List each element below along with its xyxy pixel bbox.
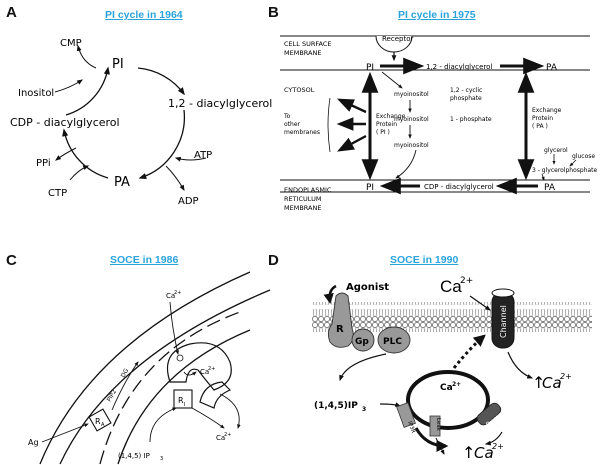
d-ca-bottom-sup: 2+ [492, 442, 504, 451]
b-glycerol: glycerol [544, 147, 568, 154]
b-pa-bottom: PA [544, 183, 556, 193]
c-ca-right-sup: 2+ [224, 432, 231, 438]
a-adp-label: ADP [178, 196, 199, 207]
d-ca-right: Ca [542, 374, 562, 392]
b-pa-top: PA [546, 63, 558, 73]
d-leak-label: Leak [435, 418, 441, 432]
b-exch-pa-1: Exchange [532, 107, 562, 114]
c-ag-label: Ag [28, 438, 39, 447]
d-gp-label: Gp [355, 337, 369, 347]
b-er-label-3: MEMBRANE [284, 204, 321, 212]
d-plc-label: PLC [383, 337, 402, 347]
panel-d-letter: D [268, 252, 279, 269]
b-glycerophosphate: 3 - glycerolphosphate [532, 167, 598, 174]
soce-1986-diagram: R I R A Ag PIP2 DG (1,4,5) IP 3 Ca 2+ Ca… [28, 271, 271, 465]
panel-a: A PI cycle in 1964 PI 1,2 - diacylglycer… [0, 0, 300, 232]
b-pi-bottom: PI [366, 183, 374, 193]
a-pa-label: PA [114, 175, 130, 190]
panel-b-title: PI cycle in 1975 [398, 9, 476, 21]
soce-1990-diagram: Agonist Ca 2+ R Gp PLC Channel ↑ Ca 2+ (… [312, 276, 592, 462]
a-pi-label: PI [112, 57, 124, 72]
b-cell-surface-label-1: CELL SURFACE [284, 40, 331, 48]
b-dag-label: 1,2 - diacylglycerol [426, 63, 492, 71]
b-er-label-1: ENDOPLASMIC [284, 186, 332, 194]
b-exch-pi-2: Protein [376, 121, 397, 128]
b-exch-pi-1: Exchange [376, 113, 406, 120]
a-ctp-label: CTP [48, 188, 67, 199]
a-cdp-label: CDP - diacylglycerol [10, 116, 120, 129]
b-er-label-2: RETICULUM [284, 195, 321, 203]
b-exch-pi-3: ( PI ) [376, 129, 390, 136]
c-ca-top-sup: 2+ [174, 290, 181, 296]
d-ip3r-label: IP3R [406, 421, 416, 435]
c-ra-sub: A [101, 422, 105, 428]
c-ra-label: R [95, 417, 101, 426]
b-exch-pa-2: Protein [532, 115, 553, 122]
c-ca-top: Ca [166, 292, 175, 300]
b-exch-pa-3: ( PA ) [532, 123, 548, 130]
b-cytosol-label: CYTOSOL [284, 86, 315, 94]
d-ca-right-arrow: ↑ [532, 373, 545, 392]
b-myo-1: myoinositol [394, 91, 429, 98]
d-agonist-label: Agonist [346, 282, 389, 293]
c-ip3-label: (1,4,5) IP [118, 452, 150, 460]
panel-c-letter: C [6, 252, 17, 269]
c-ri-sub: I [184, 402, 185, 408]
c-ca-mid-sup: 2+ [208, 366, 215, 372]
c-ca-right: Ca [216, 434, 225, 442]
b-receptor-label: Receptor [382, 35, 413, 43]
pi-cycle-1964-diagram: PI 1,2 - diacylglycerol PA CDP - diacylg… [10, 38, 272, 207]
d-ca-right-sup: 2+ [560, 372, 572, 381]
panel-d: D SOCE in 1990 Agonist Ca 2+ R [268, 232, 600, 465]
d-ca-top-sup: 2+ [460, 276, 473, 286]
c-ca-mid: Ca [200, 368, 209, 376]
b-one-phosphate: 1 - phosphate [450, 116, 492, 123]
d-ca-store-sup: 2+ [452, 381, 461, 388]
b-cyclic-2: phosphate [450, 95, 482, 102]
d-channel-label: Channel [499, 305, 508, 338]
d-ca-bottom-arrow: ↑ [462, 443, 475, 462]
b-pi-top: PI [366, 63, 374, 73]
d-r-label: R [336, 324, 344, 335]
c-ip3-sub: 3 [160, 456, 163, 462]
d-ca-store: Ca [440, 383, 453, 393]
c-ri-label: R [178, 396, 184, 405]
b-cdp-label: CDP - diacylglycerol [424, 183, 494, 191]
d-ca-bottom: Ca [474, 444, 494, 462]
d-ca-top: Ca [440, 277, 462, 296]
panel-c-title: SOCE in 1986 [110, 254, 179, 266]
panel-b: B PI cycle in 1975 Receptor CELL SURFACE… [268, 0, 600, 232]
b-cell-surface-label-2: MEMBRANE [284, 49, 321, 57]
b-to-other-2: other [284, 121, 301, 128]
b-myo-2: myoinositol [394, 116, 429, 123]
b-cyclic-1: 1,2 - cyclic [450, 87, 482, 94]
c-dg-label: DG [120, 367, 131, 379]
panel-a-letter: A [6, 4, 17, 21]
a-cmp-label: CMP [60, 38, 82, 49]
b-to-other-3: membranes [284, 129, 320, 136]
b-glucose: glucose [572, 153, 595, 160]
b-to-other-1: To [283, 113, 291, 120]
pi-cycle-1975-diagram: Receptor CELL SURFACE MEMBRANE CYTOSOL E… [280, 35, 598, 212]
panel-b-letter: B [268, 4, 279, 21]
a-atp-label: ATP [194, 150, 212, 161]
a-ppi-label: PPi [36, 158, 51, 169]
d-ip3-sub: 3 [362, 406, 366, 413]
d-ip3-label: (1,4,5)IP [314, 401, 358, 411]
panel-c: C SOCE in 1986 R I R A Ag PIP2 DG (1,4,5 [0, 232, 300, 465]
a-inositol-label: Inositol [18, 88, 54, 99]
panel-a-title: PI cycle in 1964 [105, 9, 183, 21]
panel-d-title: SOCE in 1990 [390, 254, 459, 266]
b-myo-3: myoinositol [394, 142, 429, 149]
a-dag-label: 1,2 - diacylglycerol [168, 97, 272, 110]
